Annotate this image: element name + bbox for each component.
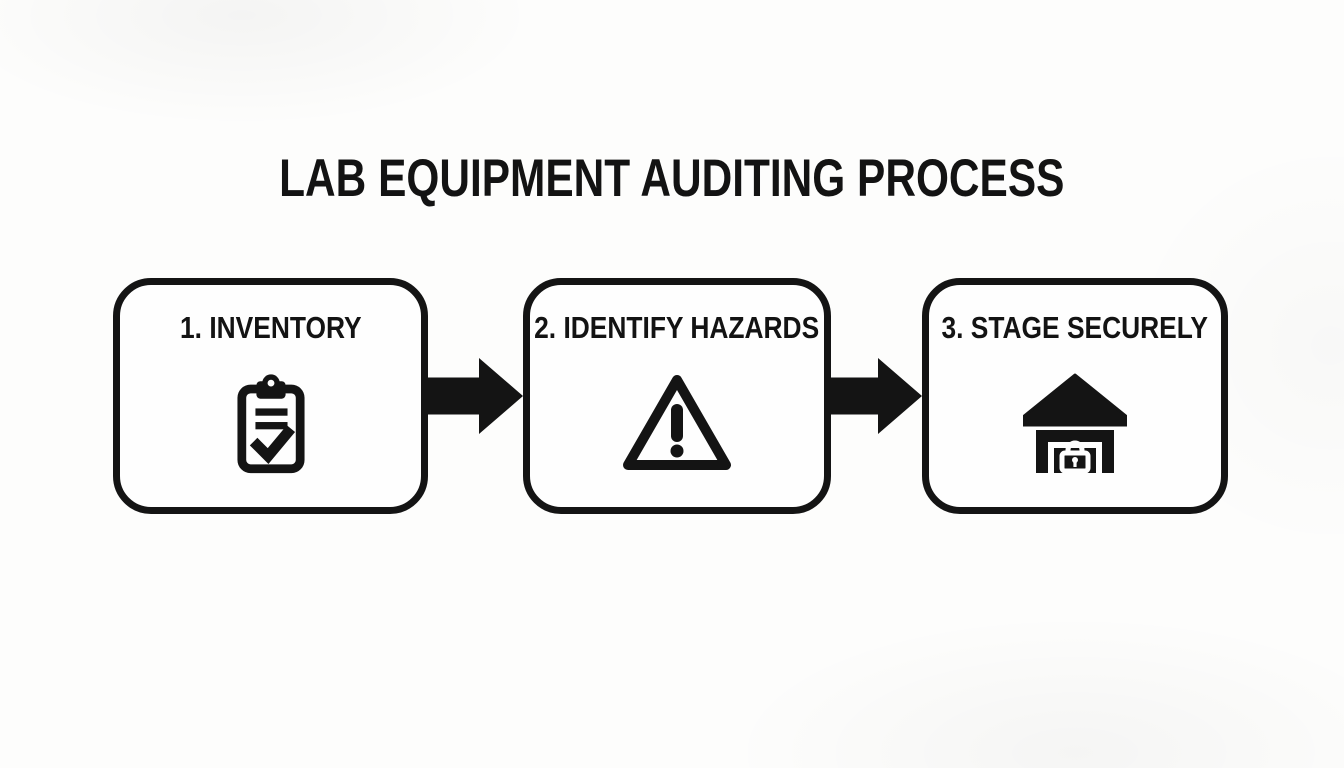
diagram-title-text: LAB EQUIPMENT AUDITING PROCESS bbox=[279, 149, 1065, 208]
step-label: 2. IDENTIFY HAZARDS bbox=[534, 310, 820, 345]
step-box-inventory: 1. INVENTORY bbox=[113, 278, 428, 514]
step-icon-wrap bbox=[236, 346, 306, 507]
step-box-identify-hazards: 2. IDENTIFY HAZARDS bbox=[523, 278, 831, 514]
locked-warehouse-icon bbox=[1023, 373, 1127, 473]
diagram-title: LAB EQUIPMENT AUDITING PROCESS bbox=[0, 149, 1344, 208]
step-label: 3. STAGE SECURELY bbox=[941, 310, 1209, 345]
clipboard-checklist-icon bbox=[236, 372, 306, 474]
step-icon-wrap bbox=[1023, 346, 1127, 507]
flow-arrow-2 bbox=[830, 356, 926, 436]
flow-arrow-1 bbox=[427, 356, 523, 436]
step-box-stage-securely: 3. STAGE SECURELY bbox=[922, 278, 1228, 514]
step-label: 1. INVENTORY bbox=[179, 310, 362, 345]
step-icon-wrap bbox=[620, 346, 734, 507]
warning-triangle-icon bbox=[620, 372, 734, 474]
